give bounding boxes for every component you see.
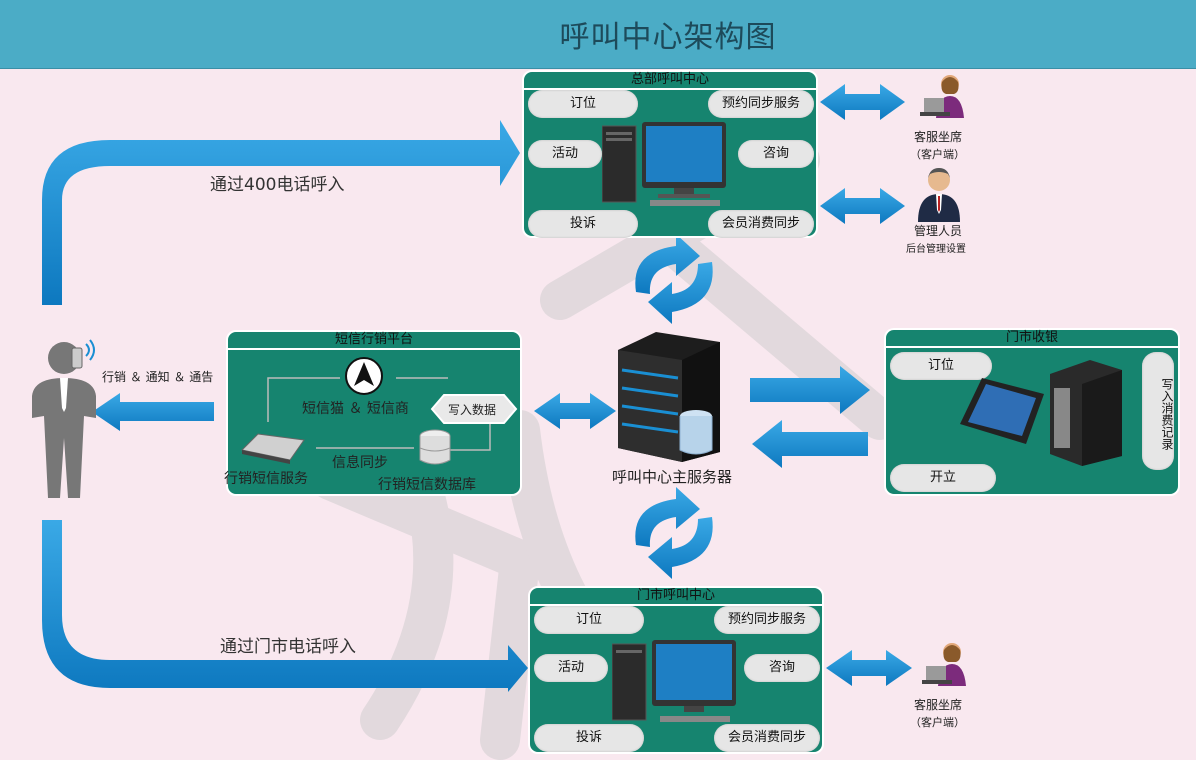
arrow-hq-agent [820, 84, 905, 120]
arrow-hq-manager [820, 188, 905, 224]
sms-panel-title: 短信行销平台 [228, 332, 520, 350]
store-panel-title: 门市呼叫中心 [530, 588, 822, 606]
manager-sub: 后台管理设置 [906, 244, 966, 255]
hq-sync-button[interactable]: 预约同步服务 [708, 90, 814, 118]
sms-service-label: 行销短信服务 [224, 471, 308, 487]
arrow-server-to-pos [750, 366, 870, 414]
via-store-label: 通过门市电话呼入 [220, 637, 356, 657]
pos-order-button[interactable]: 订位 [890, 352, 992, 380]
phone-caller-icon [32, 339, 96, 498]
store-sync-button[interactable]: 预约同步服务 [714, 606, 820, 634]
arrow-caller-to-hq [42, 120, 520, 305]
store-order-button[interactable]: 订位 [534, 606, 644, 634]
store-consult-button[interactable]: 咨询 [744, 654, 820, 682]
sms-flow-lines [267, 377, 491, 451]
desktop-computer-icon [602, 122, 726, 206]
arrow-pos-to-server [752, 420, 868, 468]
agent-bottom-sub: （客户端） [910, 716, 965, 729]
sms-db-label: 行销短信数据库 [378, 477, 476, 493]
hq-member-button[interactable]: 会员消费同步 [708, 210, 814, 238]
cycle-arrows-icon [635, 487, 713, 579]
notify-label: 行销 ＆ 通知 ＆ 通告 [102, 370, 214, 384]
page-title: 呼叫中心架构图 [559, 20, 777, 55]
agent-top-sub: （客户端） [910, 148, 965, 161]
write-data-shape [430, 394, 518, 424]
hq-panel-title: 总部呼叫中心 [524, 72, 816, 90]
agent-person-icon [920, 75, 964, 118]
sms-service-device-icon [240, 433, 305, 464]
store-member-button[interactable]: 会员消费同步 [714, 724, 820, 752]
write-record-button[interactable]: 写入消费记录 [1142, 352, 1174, 470]
store-complaint-button[interactable]: 投诉 [534, 724, 644, 752]
sms-cat-label: 短信猫 ＆ 短信商 [302, 401, 409, 417]
store-call-center-panel: 门市呼叫中心 订位 预约同步服务 活动 咨询 投诉 会员消费同步 [528, 586, 824, 754]
pos-computer-icon [1050, 360, 1122, 466]
via400-label: 通过400电话呼入 [210, 175, 345, 195]
store-activity-button[interactable]: 活动 [534, 654, 608, 682]
pos-panel: 门市收银 订位 开立 写入消费记录 [884, 328, 1180, 496]
arrow-sms-server [534, 393, 616, 429]
title-bar: 呼叫中心架构图 [0, 0, 1196, 69]
agent-top-name: 客服坐席 [914, 130, 963, 144]
main-server-label: 呼叫中心主服务器 [612, 468, 733, 486]
manager-person-icon [918, 168, 960, 222]
server-icon [618, 332, 720, 462]
hq-call-center-panel: 总部呼叫中心 订位 预约同步服务 活动 咨询 投诉 会员消费同步 [522, 70, 818, 238]
hq-complaint-button[interactable]: 投诉 [528, 210, 638, 238]
write-data-label: 写入数据 [448, 403, 497, 417]
arrow-caller-to-store [42, 520, 528, 692]
pos-open-button[interactable]: 开立 [890, 464, 996, 492]
hq-order-button[interactable]: 订位 [528, 90, 638, 118]
cycle-arrows-icon [635, 234, 713, 324]
manager-name: 管理人员 [914, 224, 963, 238]
pos-panel-title: 门市收银 [886, 330, 1178, 348]
sync-label: 信息同步 [332, 455, 388, 471]
agent-bottom-name: 客服坐席 [914, 698, 963, 712]
compass-icon [345, 357, 383, 395]
sms-platform-panel: 短信行销平台 短信猫 ＆ 短信商 写入数据 信息同步 行销短信服务 行销短信数据… [224, 330, 522, 496]
database-icon [419, 429, 451, 465]
agent-person-icon [922, 643, 966, 686]
tablet-icon [960, 378, 1044, 444]
arrow-store-agent [826, 650, 912, 686]
hq-activity-button[interactable]: 活动 [528, 140, 602, 168]
hq-consult-button[interactable]: 咨询 [738, 140, 814, 168]
desktop-computer-icon [612, 640, 736, 722]
arrow-sms-to-caller [92, 393, 214, 431]
